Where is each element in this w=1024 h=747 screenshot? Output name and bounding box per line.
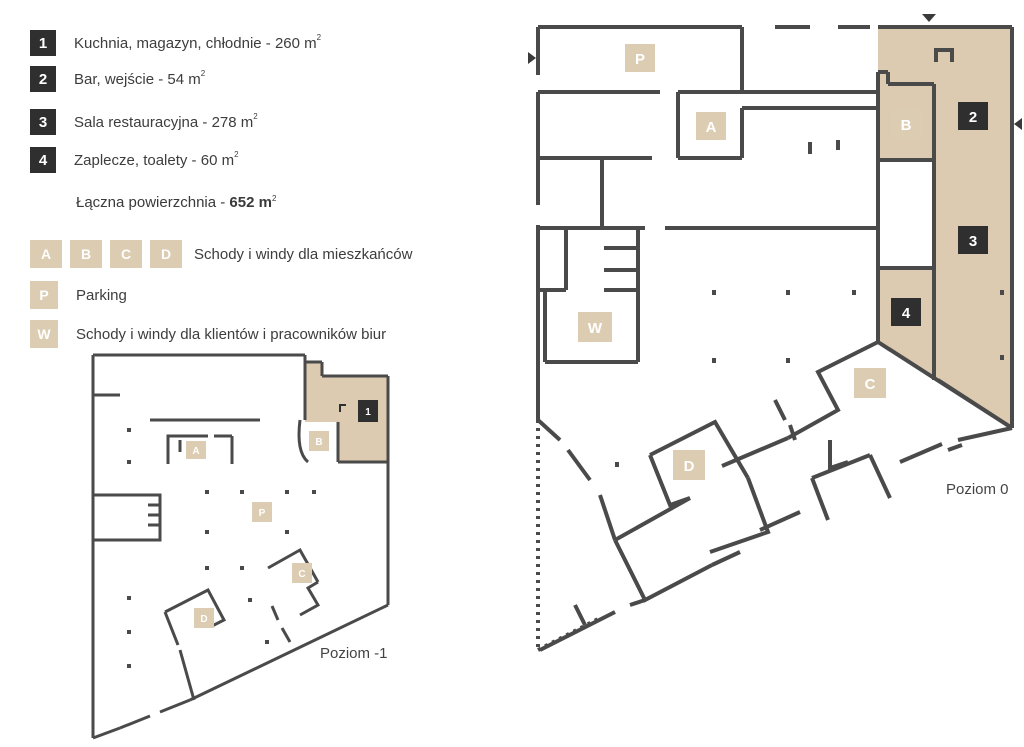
chip-b: B xyxy=(70,240,102,268)
floor-label-level-0: Poziom 0 xyxy=(946,481,1009,498)
floor-level-minus-1 xyxy=(91,353,390,740)
room-b-label: B xyxy=(901,117,912,134)
column-dots-level-minus-1 xyxy=(127,428,316,668)
legend-parking: P Parking xyxy=(30,281,127,309)
room-a-label: A xyxy=(706,119,717,136)
room-d-label: D xyxy=(684,458,695,475)
zone-2-label: 2 xyxy=(969,109,977,126)
zone-3-label: 3 xyxy=(969,233,977,250)
total-value: 652 m xyxy=(229,193,272,211)
legend-item-4-text: Zaplecze, toalety - 60 m xyxy=(74,151,235,169)
room-labels-level-minus-1: A B C D P 1 xyxy=(186,400,378,628)
total-label: Łączna powierzchnia - xyxy=(76,193,230,211)
chip-a: A xyxy=(30,240,62,268)
room-p-label: P xyxy=(635,51,645,68)
legend-stairs: A B C D Schody i windy dla mieszkańców xyxy=(30,240,413,268)
zone-badge-2: 2 xyxy=(30,66,56,92)
room-b-label-minus-1: B xyxy=(315,437,322,448)
dotted-wall-2 xyxy=(537,616,601,652)
room-c-label: C xyxy=(865,376,876,393)
room-labels-level-0: P A B C D W 2 3 4 xyxy=(578,44,988,480)
column-dots-level-0 xyxy=(615,290,1004,467)
entrance-arrow-top xyxy=(922,14,936,22)
office-text: Schody i windy dla klientów i pracownikó… xyxy=(76,325,387,343)
entrance-arrow-right xyxy=(1014,118,1022,130)
room-w-label: W xyxy=(588,320,603,337)
room-d-label-minus-1: D xyxy=(200,614,207,625)
chip-c: C xyxy=(110,240,142,268)
legend-item-1: 1 Kuchnia, magazyn, chłodnie - 260 m2 xyxy=(30,30,321,56)
chip-p: P xyxy=(30,281,58,309)
chip-w: W xyxy=(30,320,58,348)
legend-total: Łączna powierzchnia - 652 m2 xyxy=(76,193,277,211)
room-p-label-minus-1: P xyxy=(259,508,266,519)
zone-badge-3: 3 xyxy=(30,109,56,135)
zone-1-label: 1 xyxy=(365,407,371,418)
legend-item-2: 2 Bar, wejście - 54 m2 xyxy=(30,66,205,92)
zone-badge-4: 4 xyxy=(30,147,56,173)
room-c-label-minus-1: C xyxy=(298,569,305,580)
legend-item-1-text: Kuchnia, magazyn, chłodnie - 260 m xyxy=(74,34,317,52)
zone-4-label: 4 xyxy=(902,305,911,322)
floor-label-level-minus-1: Poziom -1 xyxy=(320,645,388,662)
legend-office: W Schody i windy dla klientów i pracowni… xyxy=(30,320,387,348)
parking-text: Parking xyxy=(76,286,127,304)
legend-item-4: 4 Zaplecze, toalety - 60 m2 xyxy=(30,147,239,173)
legend-item-3: 3 Sala restauracyjna - 278 m2 xyxy=(30,109,258,135)
zone-badge-1: 1 xyxy=(30,30,56,56)
entrance-arrow-left xyxy=(528,52,536,64)
chip-d: D xyxy=(150,240,182,268)
room-a-label-minus-1: A xyxy=(192,446,199,457)
legend-item-2-text: Bar, wejście - 54 m xyxy=(74,70,201,88)
stairs-text: Schody i windy dla mieszkańców xyxy=(194,245,413,263)
zone-1-fill xyxy=(305,362,388,462)
legend-item-3-text: Sala restauracyjna - 278 m xyxy=(74,113,254,131)
